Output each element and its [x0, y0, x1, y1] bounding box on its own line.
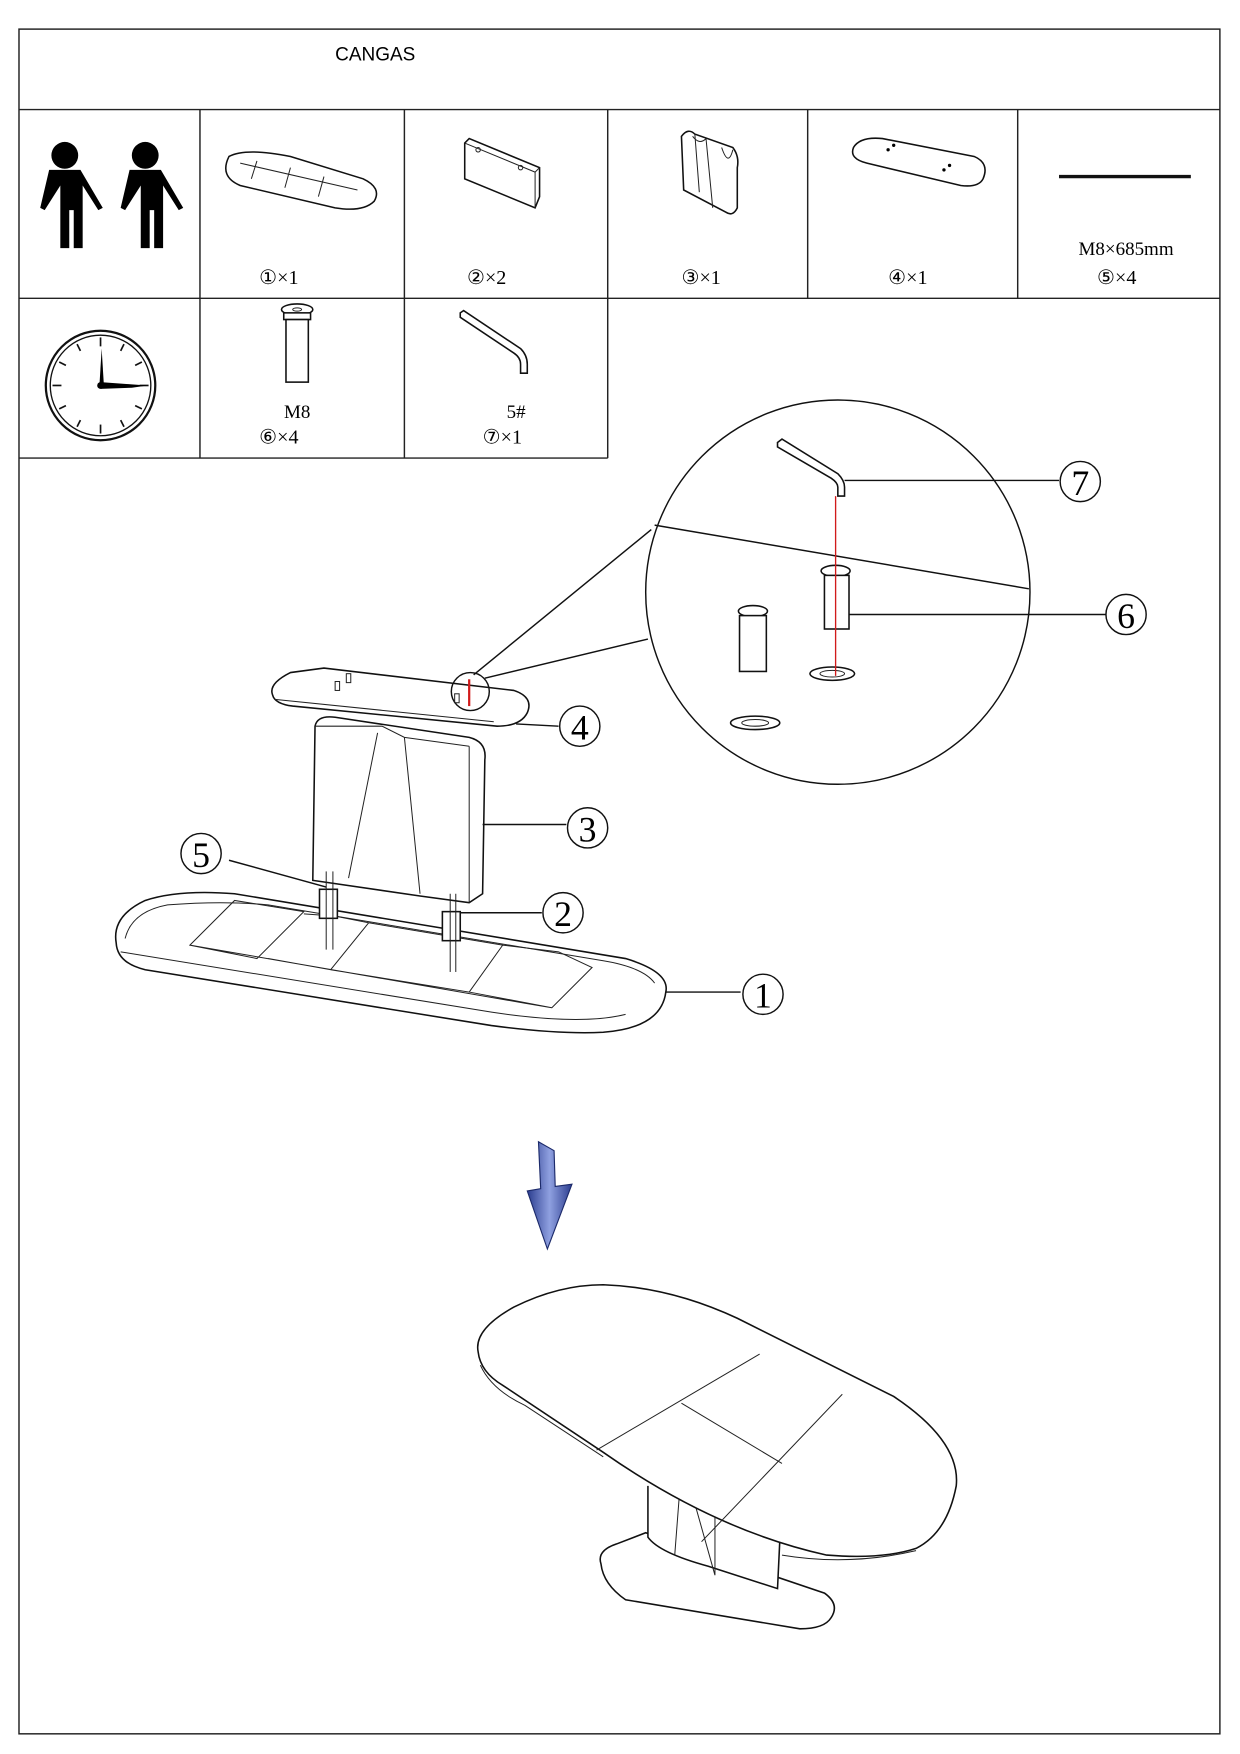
two-persons-icon — [40, 141, 184, 249]
callout-1: 1 — [742, 973, 784, 1016]
callout-2-number: 2 — [554, 894, 572, 934]
callout-5-number: 5 — [192, 835, 210, 875]
parts-table — [18, 28, 1221, 1735]
assembled-table-drawing — [476, 1283, 958, 1630]
callout-2: 2 — [542, 891, 584, 934]
part-4-quantity: ④×1 — [888, 267, 927, 289]
callout-7-number: 7 — [1071, 463, 1089, 503]
callout-6-number: 6 — [1117, 596, 1135, 636]
part-5-quantity: ⑤×4 — [1097, 267, 1136, 289]
callout-4: 4 — [558, 705, 601, 748]
part-4-plate-icon — [851, 137, 986, 187]
callout-3-number: 3 — [579, 809, 597, 849]
part-3-column-icon — [680, 130, 739, 215]
callout-6: 6 — [1105, 593, 1147, 636]
part-2-block-icon — [463, 137, 541, 209]
down-arrow-icon — [526, 1140, 573, 1251]
part-7-spec: 5# — [507, 402, 526, 423]
clock-icon — [44, 329, 157, 442]
part-3-quantity: ③×1 — [681, 267, 720, 289]
detail-magnifier — [473, 399, 1106, 786]
part-1-base-icon — [225, 151, 378, 210]
callout-3: 3 — [566, 807, 609, 849]
callout-4-number: 4 — [571, 708, 589, 748]
part-1-quantity: ①×1 — [259, 267, 298, 289]
part-5-spec: M8×685mm — [1079, 239, 1174, 260]
page-title: CANGAS — [335, 44, 415, 65]
callout-1-number: 1 — [754, 976, 772, 1016]
part-6-bolt-icon — [280, 303, 314, 383]
part-6-quantity-label: ⑥×4 — [259, 427, 298, 449]
part-2-quantity: ②×2 — [467, 267, 506, 289]
callout-5: 5 — [180, 832, 222, 875]
exploded-assembly-drawing — [114, 667, 741, 1034]
part-7-hex-key-icon — [459, 309, 529, 374]
callout-7: 7 — [1059, 460, 1102, 503]
part-6-spec: M8 — [284, 402, 310, 423]
part-7-quantity: ⑦×1 — [483, 427, 522, 449]
